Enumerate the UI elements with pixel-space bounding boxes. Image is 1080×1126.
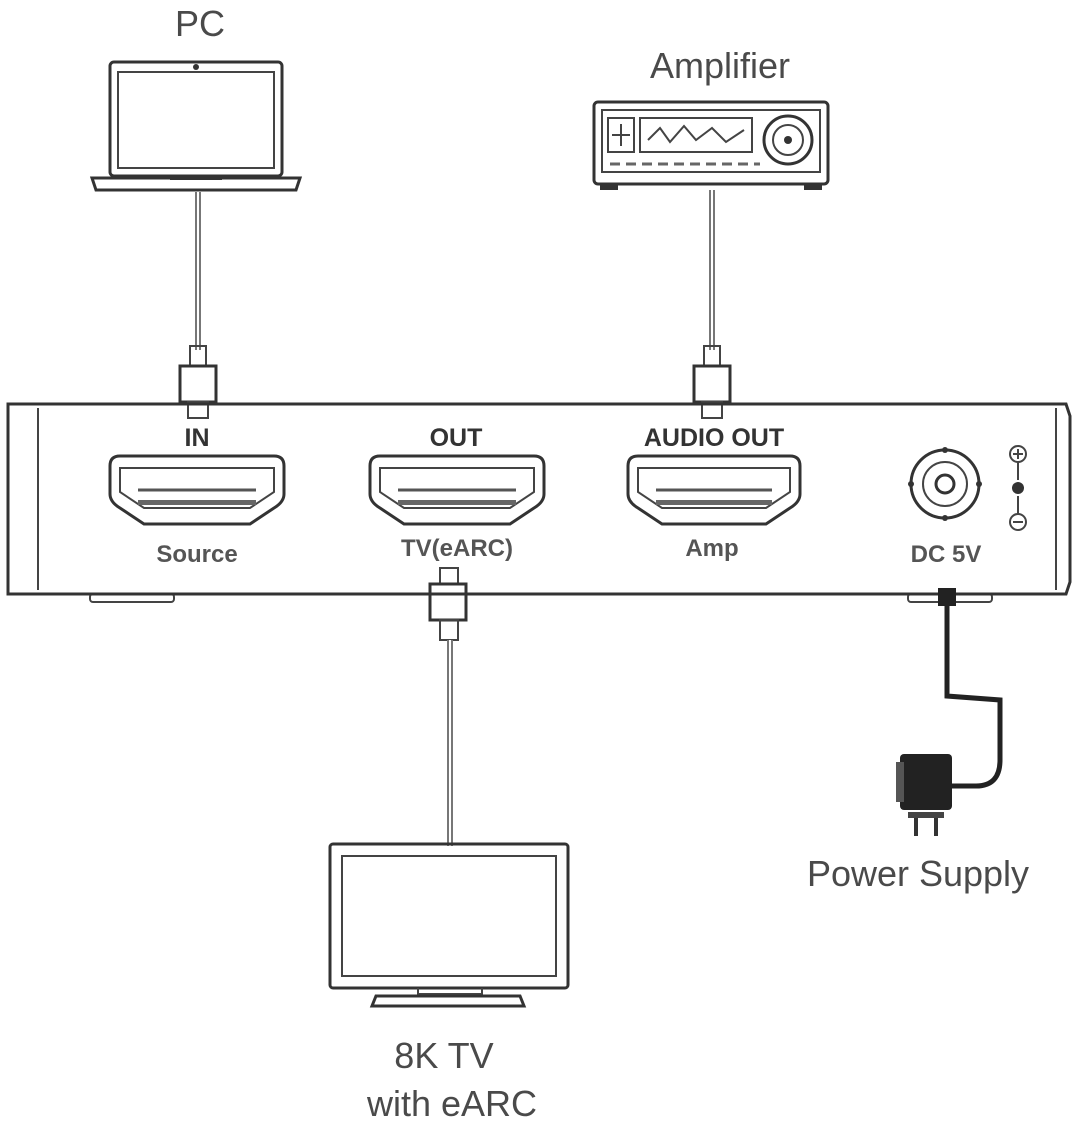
pc-cable [178, 192, 218, 419]
tv-icon [328, 842, 570, 1008]
power-supply-label: Power Supply [807, 853, 1029, 894]
port-in-sub: Source [156, 541, 237, 568]
dc-jack-icon [908, 447, 982, 521]
tv-cable [428, 567, 468, 846]
tv-label-line2: with eARC [366, 1083, 537, 1124]
amplifier-cable [692, 190, 732, 419]
pc-label: PC [175, 3, 225, 44]
dc-label: DC 5V [911, 541, 982, 568]
port-out-sub: TV(eARC) [401, 535, 513, 562]
port-out-label: OUT [430, 424, 483, 452]
hdmi-out-port [368, 454, 546, 526]
power-cable [938, 588, 1003, 789]
pc-laptop-icon [89, 60, 303, 192]
port-audio-out-sub: Amp [685, 535, 738, 562]
port-in-label: IN [185, 424, 210, 452]
amplifier-label: Amplifier [650, 45, 790, 86]
power-adapter-icon [896, 754, 952, 836]
hdmi-audio-out-port [626, 454, 802, 526]
port-audio-out-label: AUDIO OUT [644, 424, 784, 452]
tv-label-line1: 8K TV [394, 1035, 493, 1076]
amplifier-icon [592, 100, 830, 190]
polarity-icon [1009, 445, 1027, 531]
hdmi-in-port [108, 454, 286, 526]
